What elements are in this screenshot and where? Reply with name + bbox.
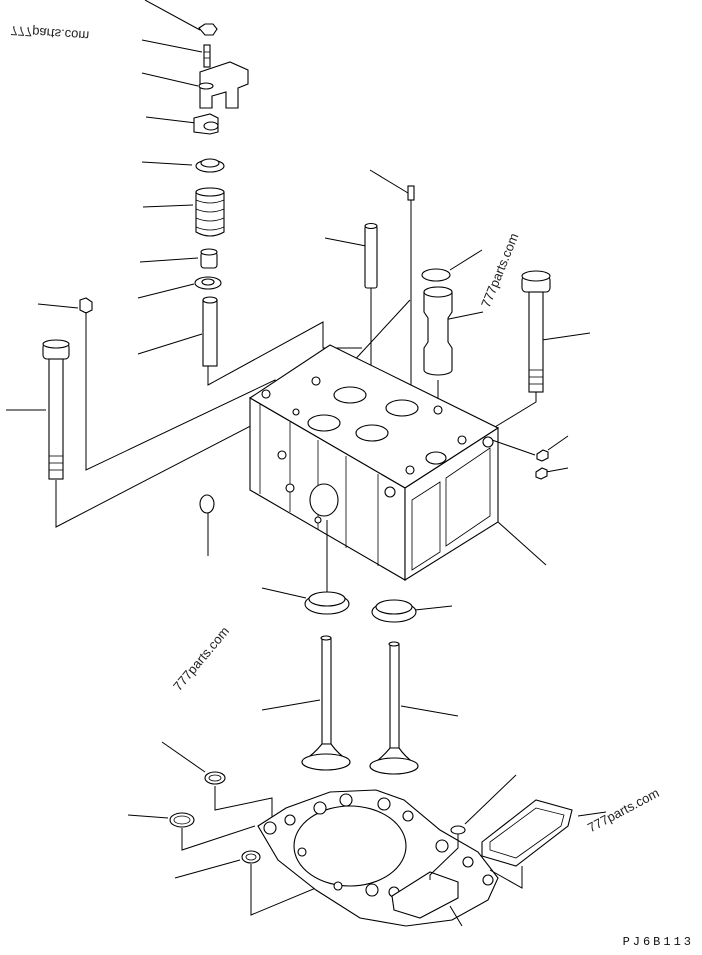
- intake-valve: [369, 641, 459, 775]
- sealing-plug: [421, 249, 483, 282]
- dowel-pin: [369, 169, 415, 390]
- drawing-code: PJ6B113: [622, 935, 694, 949]
- exhaust-valve: [261, 635, 351, 771]
- valve-spring: [142, 187, 225, 237]
- valve-bridge: [141, 61, 249, 109]
- cylinder-head: [248, 344, 547, 581]
- spring-retainer: [141, 158, 225, 173]
- cover-gasket: [481, 799, 607, 889]
- o-ring-middle: [127, 812, 256, 851]
- adjusting-screw: [141, 39, 211, 68]
- o-ring-upper: [161, 741, 273, 818]
- cylinder-head-gasket: [257, 789, 499, 927]
- valve-seat-intake: [371, 599, 453, 623]
- valve-seat-exhaust: [261, 520, 350, 615]
- o-ring-lower: [174, 850, 336, 916]
- valve-cotter: [145, 113, 219, 135]
- rocker-stud: [324, 222, 378, 390]
- small-seal-ring: [429, 774, 517, 880]
- expansion-plug: [199, 494, 215, 556]
- rocker-nut: [144, 0, 218, 36]
- spring-seat: [137, 276, 222, 299]
- injector-sleeve: [349, 286, 484, 398]
- valve-guide: [137, 296, 362, 386]
- head-bolt-left: [6, 297, 276, 528]
- head-bolt-right: [489, 270, 591, 431]
- valve-stem-seal: [139, 248, 218, 269]
- plug-bolts: [491, 435, 569, 480]
